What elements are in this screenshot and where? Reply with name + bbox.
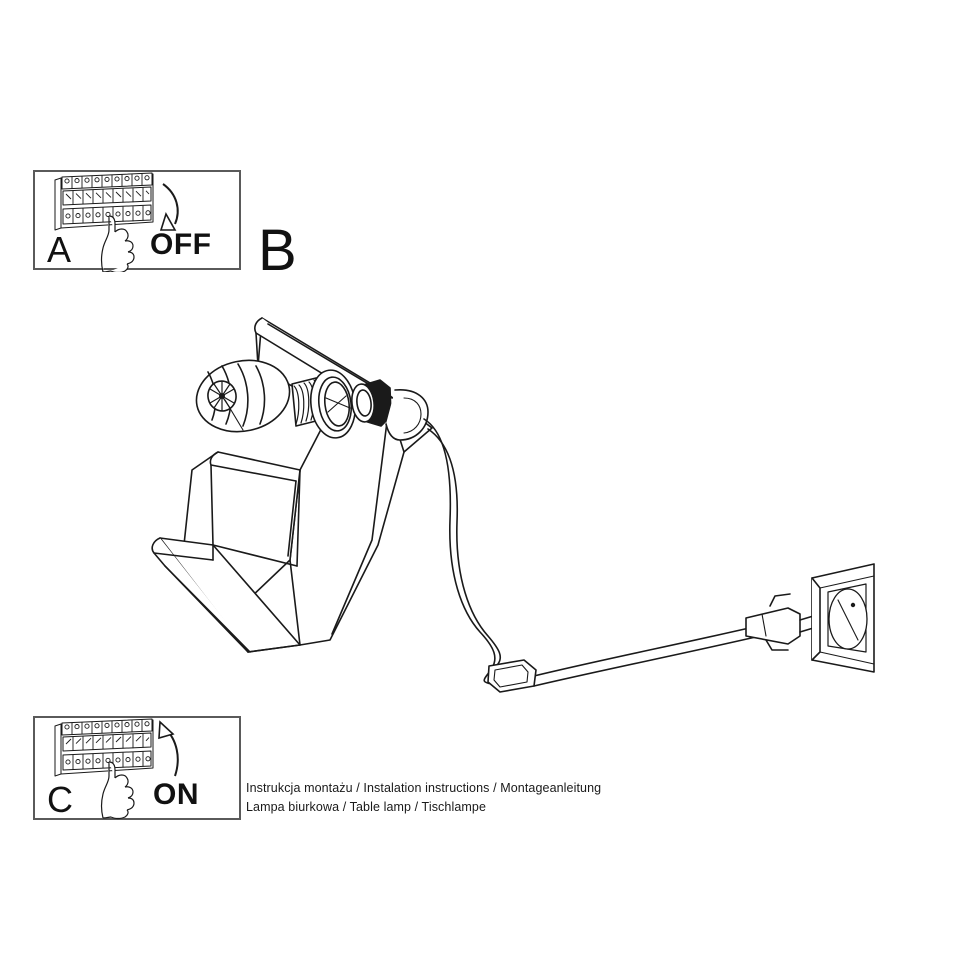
panel-c-state-label: ON [153, 778, 199, 811]
lamp-base [151, 537, 301, 653]
panel-a-artwork [54, 172, 179, 272]
caption-line-1: Instrukcja montażu / Instalation instruc… [246, 781, 602, 795]
power-plug-icon [745, 593, 821, 651]
panel-c-letter: C [47, 779, 73, 820]
panel-a-state-label: OFF [150, 228, 212, 261]
pointing-hand-icon [100, 215, 135, 272]
panel-a: A OFF [33, 170, 241, 272]
wall-socket-icon [811, 563, 875, 673]
panel-b-letter: B [258, 218, 297, 283]
pointing-hand-icon [100, 761, 135, 820]
cord-gland [385, 389, 429, 441]
panel-c-artwork [54, 718, 179, 820]
power-cord-icon [423, 418, 761, 687]
caption-line-2: Lampa biurkowa / Table lamp / Tischlampe [246, 800, 486, 814]
hex-nut-icon [351, 379, 392, 427]
curved-arrow-up-icon [158, 720, 179, 777]
caption-block: Instrukcja montażu / Instalation instruc… [246, 779, 601, 817]
light-bulb-icon [195, 359, 291, 433]
breaker-panel-icon [54, 718, 154, 777]
breaker-panel-icon [54, 172, 154, 231]
inline-switch-icon [487, 659, 537, 693]
curved-arrow-down-icon [159, 183, 179, 231]
panel-a-letter: A [47, 229, 72, 270]
panel-c: C ON [33, 716, 241, 820]
